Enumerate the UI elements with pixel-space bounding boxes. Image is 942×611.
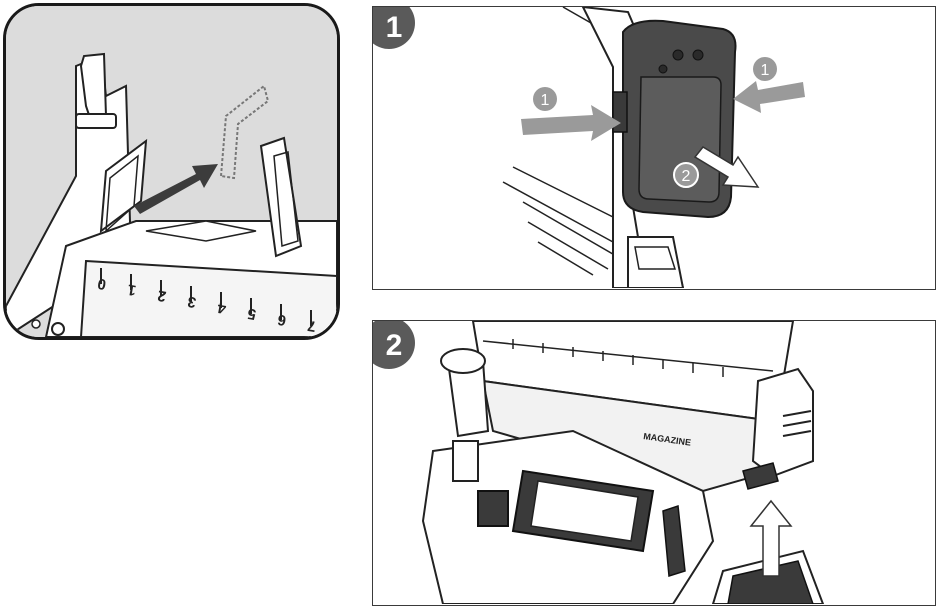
step-number: 1 — [385, 11, 403, 44]
scale-mark: 5 — [246, 305, 257, 323]
step2-panel: MAGAZINE 2 — [372, 320, 936, 606]
scale-mark: 3 — [186, 293, 197, 311]
callout-latch-left: 1 — [541, 92, 550, 109]
detail-illustration-panel: 0 1 2 3 4 5 6 7 — [3, 3, 340, 340]
scale-mark: 4 — [216, 299, 228, 317]
scale-mark: 7 — [306, 317, 317, 335]
step-number: 2 — [385, 329, 403, 362]
callout-pull-out: 2 — [682, 168, 691, 185]
rail-detail-drawing: 0 1 2 3 4 5 6 7 — [6, 6, 337, 337]
battery-removal-drawing: 1 1 2 — [502, 7, 805, 288]
scale-mark: 0 — [96, 275, 107, 293]
callout-latch-right: 1 — [761, 62, 770, 79]
step1-panel: 1 1 2 1 — [372, 6, 936, 290]
scale-mark: 6 — [276, 311, 287, 329]
scale-mark: 1 — [126, 281, 137, 299]
magazine-drawing: MAGAZINE — [421, 321, 825, 604]
scale-mark: 2 — [156, 287, 167, 305]
